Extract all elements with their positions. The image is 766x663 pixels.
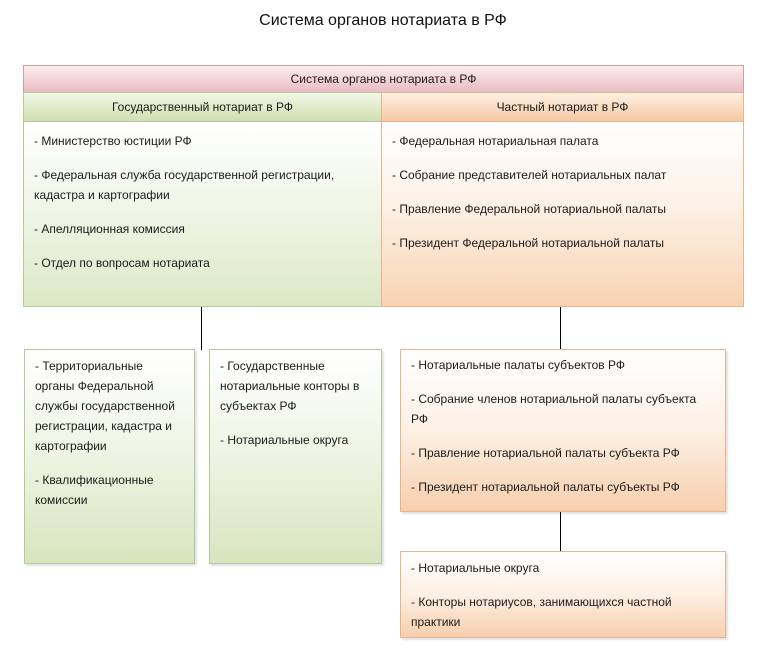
- private-connector-line: [560, 307, 561, 350]
- list-item: - Территориальные органы Федеральной слу…: [35, 359, 175, 453]
- list-item: - Отдел по вопросам нотариата: [34, 256, 210, 270]
- list-item: - Президент Федеральной нотариальной пал…: [392, 236, 664, 250]
- state-offices-panel: - Государственные нотариальные конторы в…: [209, 349, 382, 564]
- list-item: - Федеральная нотариальная палата: [392, 134, 599, 148]
- list-item: - Правление Федеральной нотариальной пал…: [392, 202, 666, 216]
- list-item: - Квалификационные комиссии: [35, 473, 154, 507]
- list-item: - Собрание членов нотариальной палаты су…: [411, 392, 697, 426]
- list-item: - Государственные нотариальные конторы в…: [220, 359, 360, 413]
- state-connector-line: [201, 307, 202, 350]
- list-item: - Нотариальные палаты субъектов РФ: [411, 358, 625, 372]
- state-notary-header: Государственный нотариат в РФ: [23, 92, 382, 122]
- list-item: - Правление нотариальной палаты субъекта…: [411, 446, 680, 460]
- private-notary-panel: - Федеральная нотариальная палата - Собр…: [381, 121, 744, 307]
- private-notary-header: Частный нотариат в РФ: [381, 92, 744, 122]
- list-item: - Конторы нотариусов, занимающихся частн…: [411, 595, 672, 629]
- list-item: - Нотариальные округа: [220, 433, 349, 447]
- list-item: - Министерство юстиции РФ: [34, 134, 192, 148]
- list-item: - Президент нотариальной палаты субъекты…: [411, 480, 680, 494]
- page-title: Система органов нотариата в РФ: [259, 12, 507, 29]
- list-item: - Федеральная служба государственной рег…: [34, 168, 335, 202]
- diagram-root-header: Система органов нотариата в РФ: [23, 65, 744, 93]
- notary-districts-panel: - Нотариальные округа - Конторы нотариус…: [400, 551, 726, 638]
- state-territorial-panel: - Территориальные органы Федеральной слу…: [24, 349, 195, 564]
- state-notary-panel: - Министерство юстиции РФ - Федеральная …: [23, 121, 382, 307]
- list-item: - Нотариальные округа: [411, 561, 540, 575]
- regional-chambers-panel: - Нотариальные палаты субъектов РФ - Соб…: [400, 349, 726, 512]
- list-item: - Апелляционная комиссия: [34, 222, 185, 236]
- list-item: - Собрание представителей нотариальных п…: [392, 168, 667, 182]
- regional-connector-line: [560, 512, 561, 552]
